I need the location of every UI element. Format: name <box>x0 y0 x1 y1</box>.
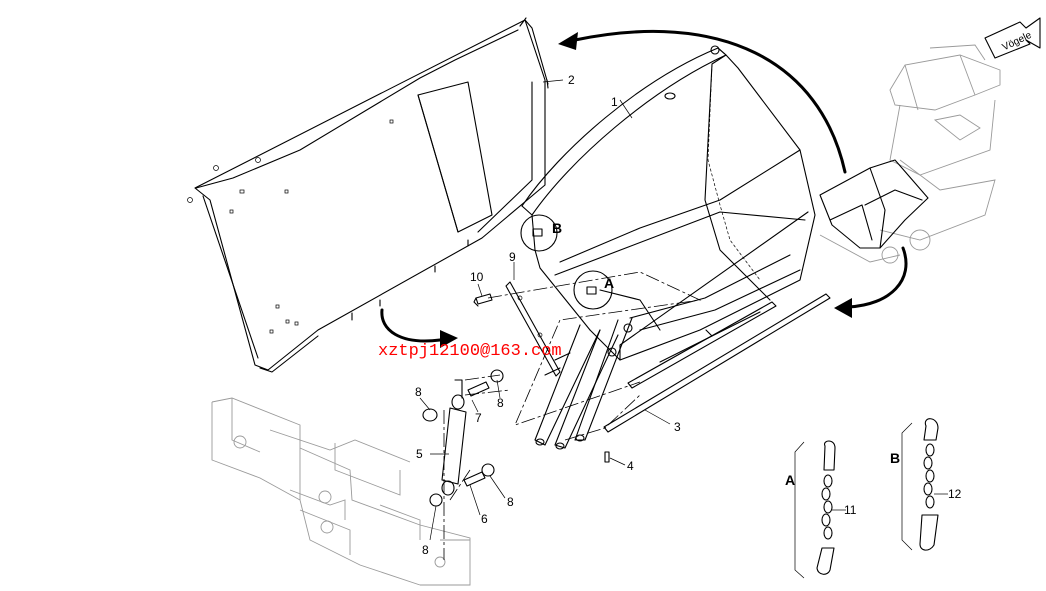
callout-8-d: 8 <box>422 543 429 557</box>
watermark: xztpj12100@163.com <box>378 342 562 361</box>
callout-2: 2 <box>568 73 575 87</box>
callout-8-c: 8 <box>507 495 514 509</box>
chain-a-label: A <box>785 472 795 488</box>
hopper-side-wall <box>187 17 549 373</box>
detail-circle-a <box>573 270 613 310</box>
bolt-10 <box>473 293 493 307</box>
leader-lines <box>419 79 671 541</box>
alignment-lines <box>443 271 702 560</box>
chain-b-label: B <box>890 450 900 466</box>
paver-machine <box>819 44 1001 264</box>
voegele-logo: Vögele <box>984 17 1041 59</box>
chain-b <box>901 418 948 551</box>
callout-12: 12 <box>948 487 962 501</box>
detail-label-a: A <box>604 275 614 291</box>
callout-9: 9 <box>509 250 516 264</box>
callout-4: 4 <box>627 459 634 473</box>
callout-7: 7 <box>475 411 482 425</box>
hopper-basket <box>521 45 816 450</box>
callout-8-b: 8 <box>497 396 504 410</box>
undercarriage-frame <box>211 397 471 586</box>
chain-a <box>794 440 846 579</box>
rods <box>603 293 831 433</box>
snap-rings <box>422 369 504 507</box>
cylinder-5 <box>441 379 467 496</box>
pin-7 <box>467 381 490 397</box>
callout-10: 10 <box>470 270 484 284</box>
callout-11: 11 <box>844 503 857 517</box>
pin-6 <box>463 471 486 487</box>
callout-6: 6 <box>481 512 488 526</box>
detail-circle-b <box>520 214 558 252</box>
callout-1: 1 <box>611 95 618 109</box>
detail-label-b: B <box>552 220 562 236</box>
pin-4 <box>604 451 610 463</box>
callout-8-a: 8 <box>415 385 422 399</box>
callout-5: 5 <box>416 447 423 461</box>
callout-3: 3 <box>674 420 681 434</box>
logo-text: Vögele <box>1001 30 1034 54</box>
arrows <box>380 29 908 348</box>
plate-9 <box>505 281 561 377</box>
